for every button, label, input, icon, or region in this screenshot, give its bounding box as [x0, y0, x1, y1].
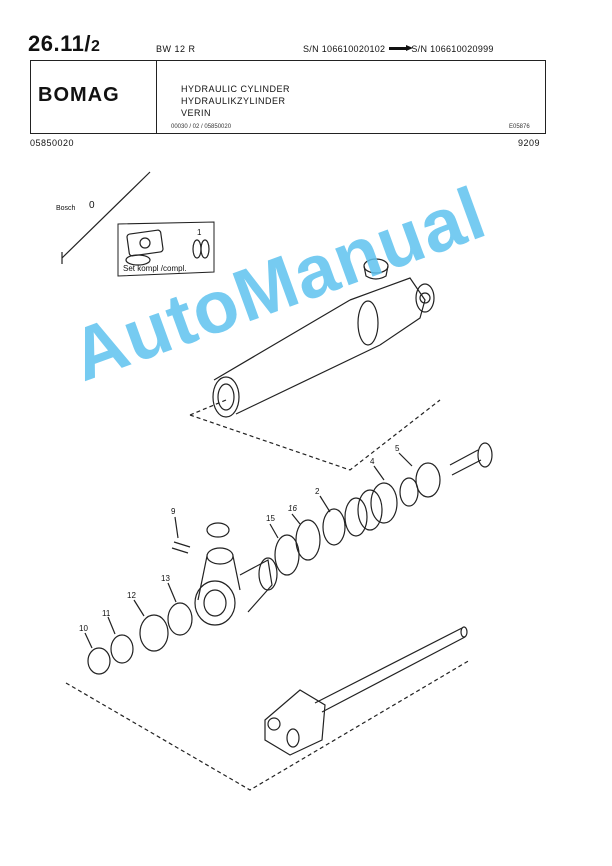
- seal-ring-5: [415, 462, 441, 498]
- part-label-9: 9: [171, 507, 176, 516]
- title-de: HYDRAULIKZYLINDER: [181, 96, 286, 106]
- serial-from: S/N 106610020102: [303, 44, 386, 54]
- title-en: HYDRAULIC CYLINDER: [181, 84, 291, 94]
- header-divider: [156, 60, 157, 134]
- date-code: 9209: [518, 138, 541, 148]
- set-kit-label: Set kompl /compl.: [123, 264, 187, 273]
- part-label-10: 10: [79, 624, 88, 633]
- assembly-outline-lower: [65, 659, 471, 791]
- part-label-2: 2: [315, 487, 320, 496]
- part-label-13: 13: [161, 574, 170, 583]
- bushing-10: [87, 647, 111, 675]
- brand-logo: BOMAG: [38, 84, 120, 106]
- drawing-code: E05876: [509, 124, 530, 130]
- seal-kit-box: [117, 221, 215, 277]
- serial-to: S/N 106610020999: [411, 44, 494, 54]
- snap-ring-15: [274, 534, 300, 576]
- part-label-12: 12: [127, 591, 136, 600]
- ref-code: 00030 / 02 / 05850020: [171, 124, 232, 130]
- part-label-11: 11: [102, 609, 111, 618]
- piston: [344, 482, 398, 537]
- wiper-13: [167, 602, 193, 636]
- page-number: 26.11/2: [28, 31, 101, 56]
- seal-ring-16: [295, 519, 321, 561]
- ring-12: [139, 614, 169, 652]
- part-label-4: 4: [370, 457, 375, 466]
- arrow-right-icon: [389, 45, 414, 51]
- bosch-leader-line: [61, 171, 151, 259]
- piston-rod: [264, 626, 468, 756]
- doc-number: 05850020: [30, 138, 75, 148]
- model-name: BW 12 R: [156, 44, 196, 54]
- header-box: [30, 60, 546, 134]
- set-item-number: 1: [197, 228, 202, 237]
- bolt: [449, 442, 493, 476]
- part-label-15: 15: [266, 514, 275, 523]
- seal-ring-2: [322, 508, 346, 546]
- title-fr: VERIN: [181, 108, 212, 118]
- gasket-plate: [126, 229, 164, 257]
- bosch-label: Bosch: [56, 205, 76, 212]
- pin-9: [171, 541, 191, 554]
- seal-ring-4: [399, 477, 419, 507]
- gland-head: [194, 522, 278, 626]
- serial-range: S/N 106610020102 S/N 106610020999: [303, 44, 494, 54]
- assembly-outline-upper: [189, 399, 441, 471]
- part-label-5: 5: [395, 444, 400, 453]
- part-label-16: 16: [288, 504, 297, 513]
- bosch-value: 0: [89, 200, 95, 211]
- cylinder-barrel: [212, 258, 435, 418]
- ring-11: [110, 634, 134, 664]
